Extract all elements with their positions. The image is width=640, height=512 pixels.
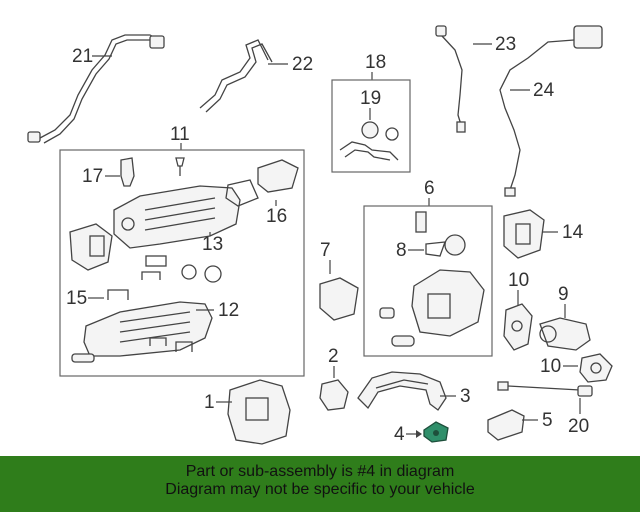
part-15-clamp: [107, 289, 129, 300]
callout-15[interactable]: 15: [66, 288, 87, 309]
part-8-valve: [415, 211, 466, 257]
callout-14[interactable]: 14: [562, 222, 584, 243]
part-4-gasket-highlighted[interactable]: [423, 421, 449, 443]
callout-8[interactable]: 8: [396, 240, 407, 261]
arrowhead-4: [416, 430, 422, 438]
part-22-hose: [199, 39, 273, 113]
callout-22[interactable]: 22: [292, 54, 313, 75]
callout-10a[interactable]: 10: [508, 270, 529, 291]
banner-line-2: Diagram may not be specific to your vehi…: [165, 481, 475, 498]
part-23-sensor-wire: [435, 25, 466, 133]
part-7-gasket: [319, 277, 359, 321]
part-5-bracket: [487, 409, 525, 441]
part-16-gasket: [225, 159, 299, 207]
parts-diagram: 21 22 18 19 23 24 11 17: [27, 25, 613, 445]
callout-16[interactable]: 16: [266, 206, 287, 227]
callout-6[interactable]: 6: [424, 178, 435, 199]
callout-20[interactable]: 20: [568, 416, 589, 437]
callout-2[interactable]: 2: [328, 346, 339, 367]
info-banner: Part or sub-assembly is #4 in diagram Di…: [0, 456, 640, 512]
callout-24[interactable]: 24: [533, 80, 555, 101]
group-box-11: [59, 149, 305, 377]
callout-7[interactable]: 7: [320, 240, 331, 261]
callout-1[interactable]: 1: [204, 392, 215, 413]
part-10-gasket-b: [579, 353, 613, 383]
group-box-18: [331, 79, 411, 173]
callout-12[interactable]: 12: [218, 300, 239, 321]
part-19-sensor: [339, 121, 399, 161]
part-gaskets-misc: [69, 223, 222, 283]
part-12-egr-cooler: [71, 301, 213, 363]
callout-18[interactable]: 18: [365, 52, 386, 73]
callout-11[interactable]: 11: [170, 124, 190, 145]
part-13-egr-cooler: [113, 185, 241, 249]
part-14-gasket: [503, 209, 545, 259]
part-3-pipe: [357, 371, 447, 411]
part-21-tube: [27, 34, 165, 144]
callout-4[interactable]: 4: [394, 424, 405, 445]
part-24-harness: [499, 25, 603, 197]
callout-17[interactable]: 17: [82, 166, 103, 187]
callout-10b[interactable]: 10: [540, 356, 561, 377]
callout-19[interactable]: 19: [360, 88, 381, 109]
callout-9[interactable]: 9: [558, 284, 569, 305]
banner-line-1: Part or sub-assembly is #4 in diagram: [185, 463, 455, 480]
part-2-gasket: [319, 379, 349, 411]
group-box-6: [363, 205, 493, 357]
part-10-gasket-a: [503, 303, 533, 351]
callout-21[interactable]: 21: [72, 46, 93, 67]
callout-3[interactable]: 3: [460, 386, 471, 407]
part-6-egr-valve: [379, 269, 485, 347]
callout-13[interactable]: 13: [202, 234, 223, 255]
callout-5[interactable]: 5: [542, 410, 553, 431]
part-20-sensor: [497, 381, 593, 414]
callout-23[interactable]: 23: [495, 34, 516, 55]
part-9-housing: [539, 317, 591, 351]
part-17-sensor: [120, 157, 185, 187]
part-1-egr-assembly: [227, 379, 291, 445]
